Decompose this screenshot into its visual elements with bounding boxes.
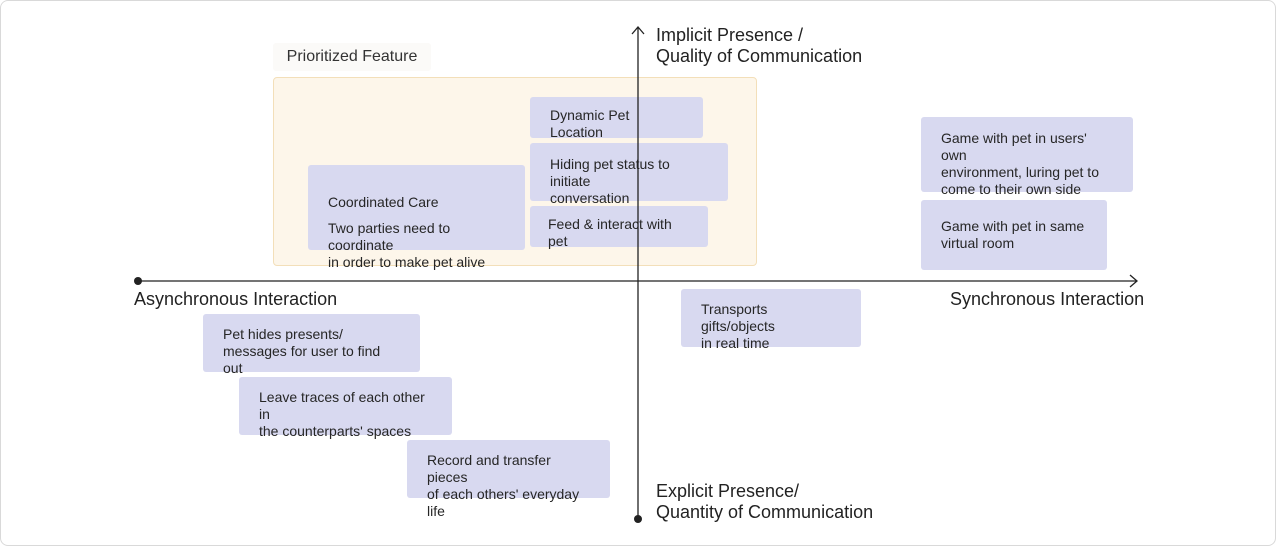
horizontal-axis-origin-dot xyxy=(134,277,142,285)
card-pet-hides-presents: Pet hides presents/ messages for user to… xyxy=(203,314,420,376)
horizontal-axis-arrow xyxy=(1129,274,1138,288)
axis-label-top: Implicit Presence / Quality of Communica… xyxy=(656,25,863,66)
axis-label-left: Asynchronous Interaction xyxy=(134,289,338,309)
prioritized-feature-label: Prioritized Feature xyxy=(273,43,431,71)
card-record-transfer: Record and transfer pieces of each other… xyxy=(407,440,610,519)
card-hiding-pet-status: Hiding pet status to initiate conversati… xyxy=(530,143,728,206)
coordinated-care-title: Coordinated Care xyxy=(328,194,439,210)
card-game-same-room: Game with pet in same virtual room xyxy=(921,200,1107,270)
axis-label-right: Synchronous Interaction xyxy=(950,289,1145,309)
coordinated-care-description: Two parties need to coordinate in order … xyxy=(328,220,486,270)
axis-label-bottom: Explicit Presence/ Quantity of Communica… xyxy=(656,481,874,522)
card-dynamic-pet-location: Dynamic Pet Location xyxy=(530,97,703,140)
card-leave-traces: Leave traces of each other in the counte… xyxy=(239,377,452,439)
card-coordinated-care: Coordinated Care Two parties need to coo… xyxy=(308,165,525,270)
vertical-axis-origin-dot xyxy=(634,515,642,523)
vertical-axis-arrow xyxy=(631,26,645,35)
card-transports-gifts: Transports gifts/objects in real time xyxy=(681,289,861,351)
card-feed-interact: Feed & interact with pet xyxy=(530,206,708,249)
card-game-own-environment: Game with pet in users' own environment,… xyxy=(921,117,1133,197)
